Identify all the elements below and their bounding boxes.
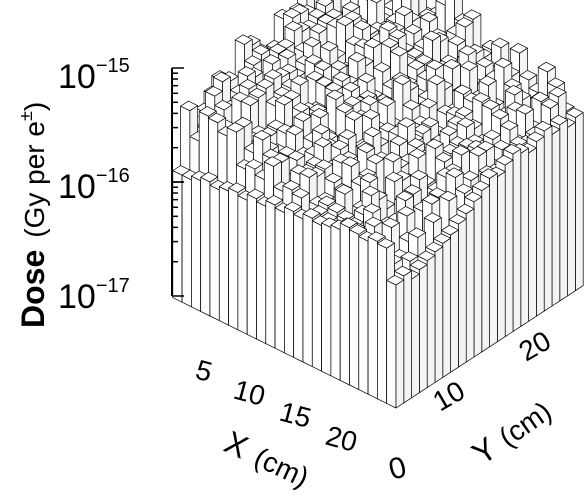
z-tick-label-1e-17: 10−17 xyxy=(58,275,130,316)
x-axis-title: X(cm) xyxy=(219,424,315,494)
y-tick-label-20: 20 xyxy=(514,325,556,367)
y-tick-label-0: 0 xyxy=(385,451,410,487)
x-tick-label-20: 20 xyxy=(322,420,360,458)
bar-field xyxy=(172,0,584,409)
dose-bar xyxy=(386,274,405,409)
z-axis-minor-ticks xyxy=(172,67,184,297)
z-tick-label-1e-15: 10−15 xyxy=(58,55,130,96)
x-tick-label-15: 15 xyxy=(276,396,314,434)
y-axis-title: Y(cm) xyxy=(465,392,557,472)
z-tick-label-1e-16: 10−16 xyxy=(58,165,130,206)
z-axis-title: Dose(Gy per e±) xyxy=(15,102,51,328)
x-tick-label-10: 10 xyxy=(230,374,268,412)
x-tick-label-5: 5 xyxy=(192,354,215,388)
